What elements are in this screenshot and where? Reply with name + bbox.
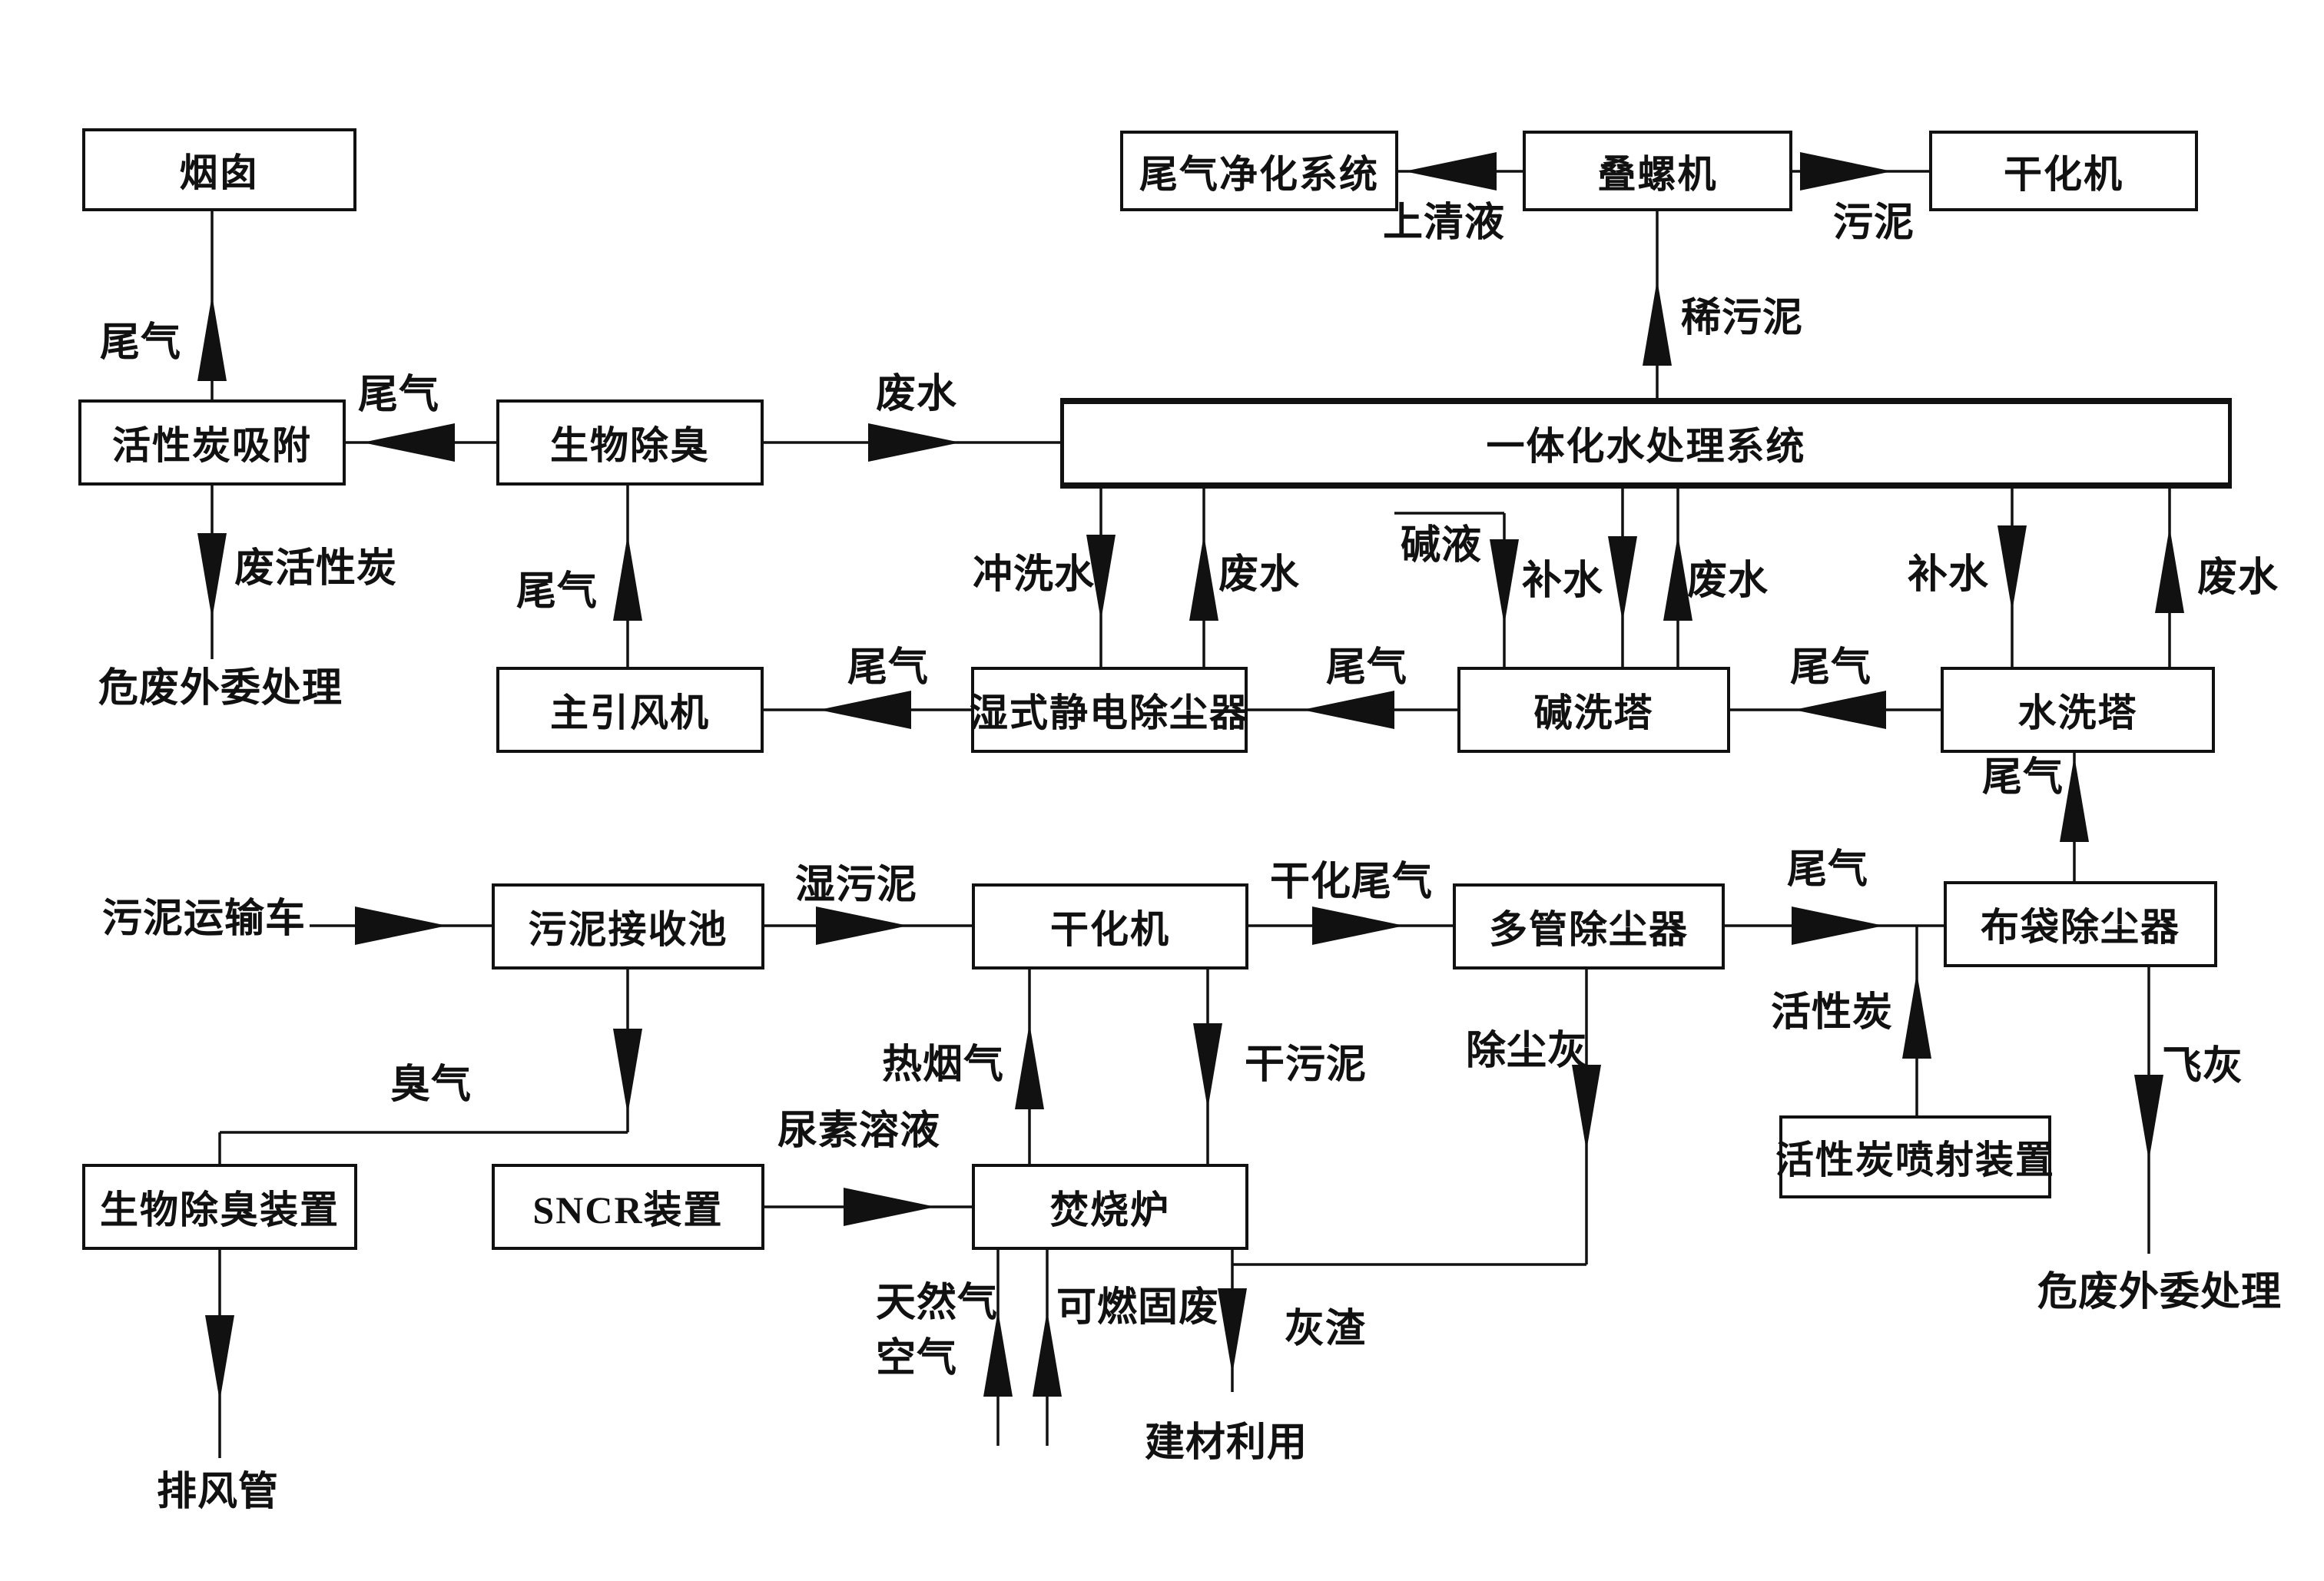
arrowhead-right [1800,152,1892,191]
node-dryer-top: 干化机 [1929,131,2198,211]
node-alkali-washing-tower: 碱洗塔 [1457,667,1730,753]
flow-label-alkali-solution: 碱液 [1401,524,1483,568]
arrowhead-right [1792,907,1884,945]
arrowhead-up [1902,973,1931,1059]
flow-label-wastewater-water-tower: 废水 [2197,556,2279,600]
node-dryer: 干化机 [972,883,1248,969]
flow-label-tail-gas-water-to-alkali: 尾气 [1790,646,1872,690]
arrowhead-down [1490,539,1519,625]
node-wet-electrostatic-precipitator: 湿式静电除尘器 [970,667,1248,753]
flow-label-dust-ash: 除尘灰 [1466,1029,1589,1073]
node-sncr-unit: SNCR装置 [492,1164,764,1250]
flow-label-makeup-water-alkali: 补水 [1522,559,1604,603]
flow-label-supernatant: 上清液 [1383,201,1506,245]
flow-label-makeup-water: 补水 [1908,553,1990,597]
node-main-induced-draft-fan: 主引风机 [496,667,764,753]
flow-label-odor: 臭气 [390,1063,472,1107]
arrowhead-down [1572,1065,1601,1151]
arrowhead-right [844,1188,936,1226]
node-sludge-receiving-tank: 污泥接收池 [492,883,764,969]
node-tail-gas-purification-system: 尾气净化系统 [1120,131,1398,211]
arrowhead-up [1189,535,1218,621]
node-bio-deodorization-unit: 生物除臭装置 [82,1164,357,1250]
arrowhead-down [2134,1075,2163,1161]
flow-label-tail-gas-bio-to-carbon: 尾气 [358,373,440,417]
flow-label-tail-gas-multi-to-bag: 尾气 [1787,848,1869,892]
arrowhead-down [205,1315,234,1401]
arrowhead-left [1794,691,1886,729]
node-bag-dust-collector: 布袋除尘器 [1944,881,2217,967]
arrowhead-down [197,533,227,619]
flow-label-hazardous-waste-disposal-left: 危废外委处理 [98,667,343,711]
flow-label-natural-gas: 天然气 [876,1281,999,1325]
arrowhead-up [1015,1023,1044,1109]
node-incinerator: 焚烧炉 [972,1164,1248,1250]
node-screw-stacking-machine: 叠螺机 [1523,131,1792,211]
arrowhead-up [983,1311,1013,1397]
arrowhead-up [2060,756,2089,842]
arrowhead-right [816,907,908,945]
flow-label-combustible-solid-waste: 可燃固废 [1056,1286,1220,1330]
flow-label-air: 空气 [876,1337,958,1380]
arrowhead-left [363,423,455,462]
arrowhead-down [613,1029,642,1115]
arrowhead-right [355,907,447,945]
flow-label-fly-ash: 飞灰 [2162,1045,2244,1089]
flow-label-activated-carbon-feed: 活性炭 [1771,991,1894,1035]
flow-label-wastewater-esp: 废水 [1218,553,1301,597]
flow-label-exhaust-duct: 排风管 [157,1470,280,1514]
flow-label-urea-solution: 尿素溶液 [777,1109,941,1153]
flow-label-sludge-to-dryer: 污泥 [1833,201,1915,245]
arrowhead-up [1643,280,1672,366]
flow-label-building-material-use: 建材利用 [1145,1421,1308,1465]
arrowhead-down [1218,1288,1247,1374]
arrowhead-up [2155,527,2184,613]
flow-label-spent-activated-carbon: 废活性炭 [234,547,398,591]
arrowhead-down [1086,535,1116,621]
flow-label-dry-sludge: 干污泥 [1245,1043,1368,1087]
node-integrated-water-treatment-system: 一体化水处理系统 [1060,398,2232,489]
arrowhead-down [1193,1023,1222,1109]
arrowhead-down [1997,525,2027,612]
arrowhead-up [1663,535,1692,621]
flow-label-tail-gas-to-chimney: 尾气 [100,321,182,365]
flow-label-wastewater-alkali: 废水 [1687,559,1769,603]
node-activated-carbon-injection-unit: 活性炭喷射装置 [1775,1115,2054,1198]
arrowhead-up [1033,1311,1062,1397]
arrowhead-up [197,295,227,381]
flow-label-dilute-sludge: 稀污泥 [1681,297,1804,340]
flow-label-wet-sludge: 湿污泥 [795,863,918,907]
flow-label-ash-slag: 灰渣 [1285,1308,1367,1351]
node-water-washing-tower: 水洗塔 [1941,667,2215,753]
arrowhead-right [1312,907,1404,945]
flow-label-dried-tail-gas: 干化尾气 [1270,860,1434,904]
flow-label-sludge-transport-truck: 污泥运输车 [102,897,307,941]
arrowhead-down [1608,536,1637,622]
flow-label-hot-flue-gas: 热烟气 [882,1043,1005,1087]
node-multi-tube-dust-collector: 多管除尘器 [1453,883,1725,969]
flow-label-tail-gas-bag-to-water: 尾气 [1982,756,2064,800]
node-chimney: 烟囱 [82,128,356,211]
flow-label-hazardous-waste-disposal-right: 危废外委处理 [2037,1271,2283,1314]
flow-label-flushing-water: 冲洗水 [973,553,1096,597]
node-activated-carbon-adsorption: 活性炭吸附 [78,399,346,486]
arrowhead-up [613,535,642,621]
flow-label-wastewater-to-treatment: 废水 [876,373,958,416]
arrowhead-left [1302,691,1394,729]
arrowhead-left [819,691,911,729]
node-bio-deodorization: 生物除臭 [496,399,764,486]
flow-label-tail-gas-alkali-to-esp: 尾气 [1326,646,1408,690]
flow-label-tail-gas-esp-to-fan: 尾气 [847,646,930,690]
flow-label-tail-gas-fan-to-bio: 尾气 [516,570,598,614]
arrowhead-left [1404,152,1497,191]
arrowhead-right [868,423,960,462]
